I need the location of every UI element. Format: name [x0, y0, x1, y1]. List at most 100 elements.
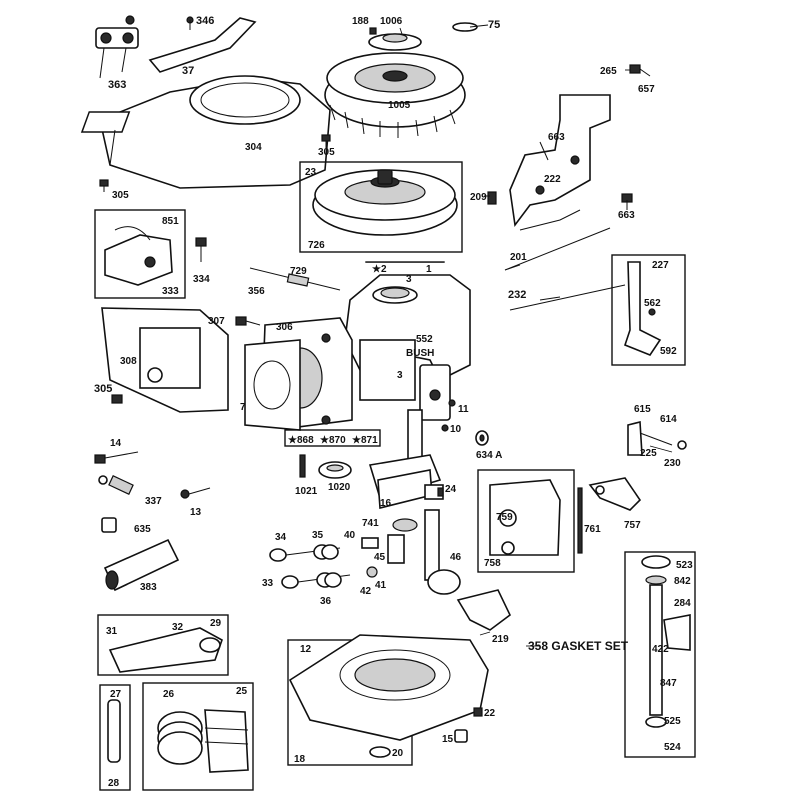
label-758: 758 [484, 558, 501, 569]
part-1-cylinder-block [344, 274, 471, 421]
label-2: ★2 [372, 264, 387, 275]
label-bush: BUSH [406, 348, 434, 359]
part-27-pin [107, 699, 121, 763]
part-45-tappet [387, 534, 405, 564]
part-35-spring [313, 544, 339, 560]
box-23 [299, 161, 463, 253]
part-188-nut [369, 27, 377, 35]
label-31: 31 [106, 626, 118, 637]
label-847: 847 [660, 678, 677, 689]
label-12: 12 [300, 644, 312, 655]
label-gasket-set: 358 GASKET SET [528, 639, 629, 653]
part-40-tappet [361, 537, 379, 549]
part-41-retainer [366, 566, 378, 578]
label-284: 284 [674, 598, 691, 609]
box-333 [94, 209, 186, 299]
label-209: 209 [470, 192, 487, 203]
part-209-spring [487, 191, 497, 205]
label-3-top: 3 [406, 274, 412, 285]
part-759-counterweight [489, 479, 561, 556]
part-729-356-wire [249, 267, 341, 291]
part-726-magneto [312, 169, 458, 236]
part-634a-seal [475, 430, 489, 446]
label-33: 33 [262, 578, 274, 589]
label-524: 524 [664, 742, 681, 753]
part-1021-stud [299, 454, 306, 478]
label-7: 7 [240, 402, 246, 413]
label-45: 45 [374, 552, 386, 563]
label-227: 227 [652, 260, 669, 271]
part-227-lever [624, 261, 662, 356]
label-11: 11 [458, 404, 469, 415]
label-23: 23 [305, 167, 317, 178]
part-304-blower-housing [80, 75, 331, 189]
label-188: 188 [352, 16, 369, 27]
label-14: 14 [110, 438, 122, 449]
label-614: 614 [660, 414, 677, 425]
label-1006: 1006 [380, 16, 403, 27]
part-383-muffler [103, 538, 180, 592]
box-kit-markers [284, 429, 381, 447]
label-759: 759 [496, 512, 513, 523]
part-1006-screen [368, 33, 422, 51]
box-227 [611, 254, 686, 366]
label-304: 304 [245, 142, 262, 153]
label-634a: 634 A [476, 450, 502, 461]
label-219: 219 [492, 634, 509, 645]
part-37-baffle [148, 17, 257, 73]
label-24: 24 [445, 484, 457, 495]
box-847 [624, 551, 696, 758]
part-20-seal [369, 746, 391, 758]
part-14-bolt [94, 451, 139, 464]
label-41: 41 [375, 580, 387, 591]
part-346-screw [186, 16, 194, 30]
part-12-sump [288, 634, 489, 741]
label-26: 26 [163, 689, 175, 700]
label-22: 22 [484, 708, 496, 719]
part-757-link [588, 477, 642, 511]
label-842: 842 [674, 576, 691, 587]
part-225-governor-shaft [627, 420, 687, 456]
label-46: 46 [450, 552, 462, 563]
label-337: 337 [145, 496, 162, 507]
label-868: ★868 [288, 435, 314, 446]
leader-lines [399, 24, 673, 647]
label-308: 308 [120, 356, 137, 367]
label-40: 40 [344, 530, 356, 541]
label-757: 757 [624, 520, 641, 531]
label-230: 230 [664, 458, 681, 469]
part-22-screw [473, 707, 483, 717]
label-523: 523 [676, 560, 693, 571]
label-334: 334 [193, 274, 210, 285]
part-265-clip [629, 64, 651, 77]
part-851-governor [104, 226, 173, 286]
label-10: 10 [450, 424, 462, 435]
label-35: 35 [312, 530, 324, 541]
label-306: 306 [276, 322, 293, 333]
part-663-screw-right [621, 193, 633, 210]
part-75-washer [452, 22, 478, 32]
label-356: 356 [248, 286, 265, 297]
part-663-control-bracket [509, 94, 611, 231]
label-20: 20 [392, 748, 404, 759]
label-383: 383 [140, 582, 157, 593]
part-741-gear [392, 518, 418, 532]
label-37: 37 [182, 65, 194, 77]
part-7-head-gasket [244, 339, 301, 431]
label-552: 552 [416, 334, 433, 345]
part-363-bracket [95, 15, 139, 79]
label-305-left: 305 [112, 190, 129, 201]
part-16-crankshaft [368, 409, 444, 510]
label-16: 16 [380, 498, 392, 509]
part-labels: 346 363 37 188 1006 75 1005 304 305 305 … [94, 15, 693, 789]
label-305-mid: 305 [94, 383, 112, 395]
label-761: 761 [584, 524, 601, 535]
part-1020-seal [318, 461, 352, 479]
label-1: 1 [426, 264, 432, 275]
part-24-key [437, 487, 444, 497]
label-729: 729 [290, 266, 307, 277]
label-29: 29 [210, 618, 222, 629]
box-758 [477, 469, 575, 573]
part-334-bolt [195, 237, 207, 262]
